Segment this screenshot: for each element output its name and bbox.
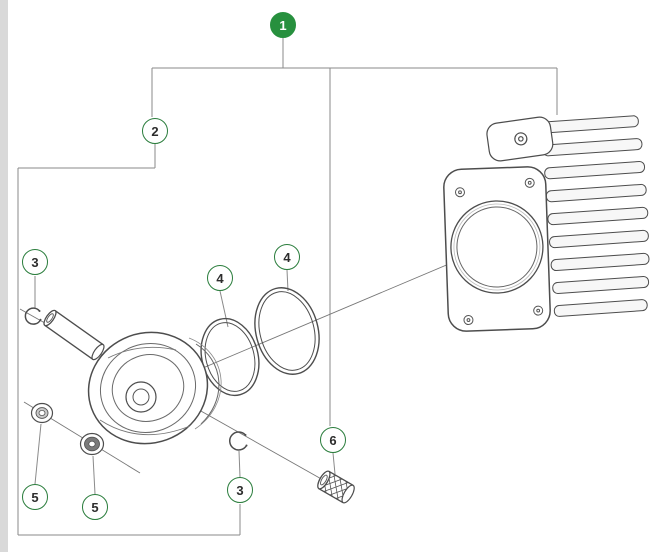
assembly-axis-lines	[19, 238, 509, 495]
wrist-pin-drawing	[43, 309, 105, 361]
circlip-left	[24, 307, 42, 325]
left-edge-bar	[0, 0, 8, 552]
callout-2[interactable]: 2	[142, 118, 168, 144]
cylinder-drawing	[443, 115, 650, 332]
piston-pin-hole	[125, 381, 157, 413]
callout-3-left[interactable]: 3	[22, 249, 48, 275]
piston-drawing	[87, 331, 222, 445]
cylinder-flange	[443, 166, 551, 332]
callout-4-left[interactable]: 4	[207, 265, 233, 291]
washer-upper	[30, 402, 54, 424]
washer-lower	[79, 432, 105, 456]
callout-1[interactable]: 1	[270, 12, 296, 38]
callout-3-bottom[interactable]: 3	[227, 477, 253, 503]
cylinder-cooling-fins	[541, 115, 650, 317]
callout-4-right[interactable]: 4	[274, 244, 300, 270]
spark-plug-boss	[486, 116, 554, 162]
callout-leader-lines	[17, 38, 558, 536]
callout-5-left[interactable]: 5	[22, 484, 48, 510]
needle-bearing-drawing	[317, 470, 355, 504]
callout-6[interactable]: 6	[320, 427, 346, 453]
piston-ring-large	[254, 287, 320, 375]
callout-5-right[interactable]: 5	[82, 494, 108, 520]
circlip-right	[228, 431, 248, 451]
flange-screw-holes	[454, 177, 544, 326]
